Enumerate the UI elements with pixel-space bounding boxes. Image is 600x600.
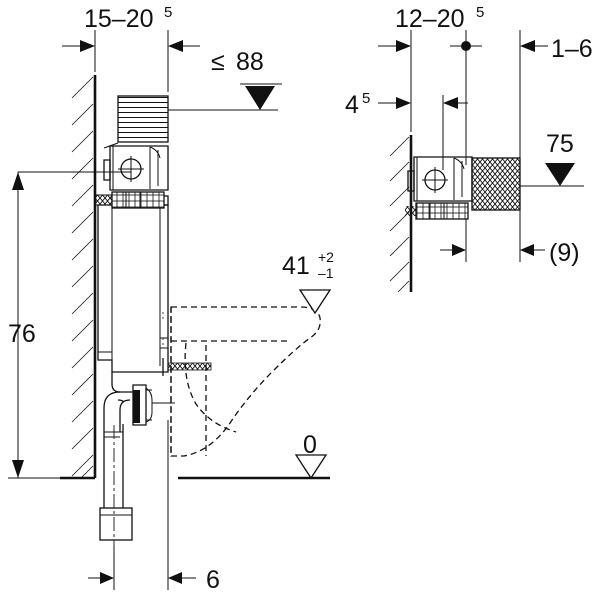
nipple-knurl-fill [472, 158, 520, 210]
label-6: 6 [206, 566, 220, 594]
label-le-88-prefix: ≤ [211, 48, 225, 76]
bowl-profile-dashed [170, 306, 321, 457]
label-4-sup: 5 [362, 90, 370, 107]
detail-view [378, 30, 584, 293]
label-9: (9) [549, 239, 580, 267]
valve-housing-corner-curve [149, 146, 161, 159]
valve-sleeve-ribbing [118, 96, 168, 142]
dimension-labels: 15–20 5 ≤ 88 76 41 +2 –1 0 6 12–20 5 1–6… [8, 4, 593, 594]
detail-valve-left-lug [407, 170, 415, 192]
dim-arrow-76-bottom [12, 460, 24, 478]
label-41-minus: –1 [318, 265, 334, 281]
detail-valve-housing [407, 156, 473, 202]
mounting-bracket [94, 191, 165, 209]
detail-dim-arrow-45-left [396, 97, 411, 109]
label-75: 75 [546, 130, 574, 158]
dim-arrow-76-top [12, 172, 24, 190]
valve-housing-outline [109, 145, 169, 191]
dim-arrow-6-left [100, 572, 114, 584]
detail-valve-corner-curve [453, 157, 465, 170]
wall-hatching [71, 76, 94, 479]
detail-dim-arrow-45-right [443, 97, 458, 109]
valve-sleeve-outline [117, 95, 169, 143]
flush-elbow-top [111, 372, 133, 393]
detail-bracket-mesh [416, 203, 468, 219]
fill-valve-sleeve [117, 95, 169, 143]
valve-top-lip [103, 142, 119, 149]
level-marker-41 [298, 289, 332, 315]
dim-arrow-6-right [168, 572, 182, 584]
label-12-20-sup: 5 [476, 4, 484, 21]
toilet-bowl-outline [170, 306, 321, 457]
level-marker-88 [245, 86, 275, 110]
detail-wall-hatching [389, 136, 410, 293]
cistern-tank-outline [97, 204, 169, 373]
label-le-88: 88 [236, 48, 264, 76]
flush-pipe-assembly [99, 372, 133, 582]
label-41: 41 [282, 252, 310, 280]
cistern-body [97, 195, 169, 373]
flush-bend-outer [103, 391, 121, 432]
detail-mounting-bracket [405, 202, 469, 220]
level-marker-0 [294, 454, 328, 480]
detail-bracket-stud [405, 206, 416, 216]
label-76: 76 [8, 320, 36, 348]
label-15-20: 15–20 [84, 5, 154, 33]
outlet-cap-curve [145, 387, 153, 423]
label-0: 0 [303, 431, 317, 459]
detail-connection-nipple [471, 157, 521, 211]
detail-dim-arrow-left [396, 40, 411, 52]
label-4: 4 [345, 91, 359, 119]
flush-bend-inner [119, 399, 131, 432]
valve-left-lug [103, 159, 111, 181]
label-1-6: 1–6 [551, 35, 593, 63]
fixing-bolt [162, 358, 212, 376]
bracket-mesh-fill [112, 192, 164, 208]
detail-dim-arrow-1-6 [520, 40, 535, 52]
wall-assembly [71, 75, 97, 479]
label-12-20: 12–20 [395, 5, 465, 33]
detail-dim-arrow-9-right [520, 244, 534, 256]
dim-arrow-right-1 [168, 40, 183, 52]
fixing-bolt-outline [167, 362, 212, 371]
bracket-threaded-stud [95, 195, 112, 205]
dim-arrow-left-1 [80, 40, 95, 52]
pipe-socket [99, 507, 133, 541]
outlet-connector [132, 384, 175, 426]
valve-housing [103, 142, 169, 191]
bowl-inner-dashed [184, 342, 237, 433]
detail-dim-arrow-9-left [452, 244, 466, 256]
label-41-plus: +2 [318, 249, 334, 265]
level-marker-75 [545, 163, 575, 186]
main-elevation-view [8, 30, 332, 590]
fixing-bolt-thread [168, 363, 211, 370]
bracket-stud-outline [94, 194, 113, 206]
outlet-seal-black [133, 390, 140, 423]
label-15-20-sup: 5 [164, 4, 172, 21]
